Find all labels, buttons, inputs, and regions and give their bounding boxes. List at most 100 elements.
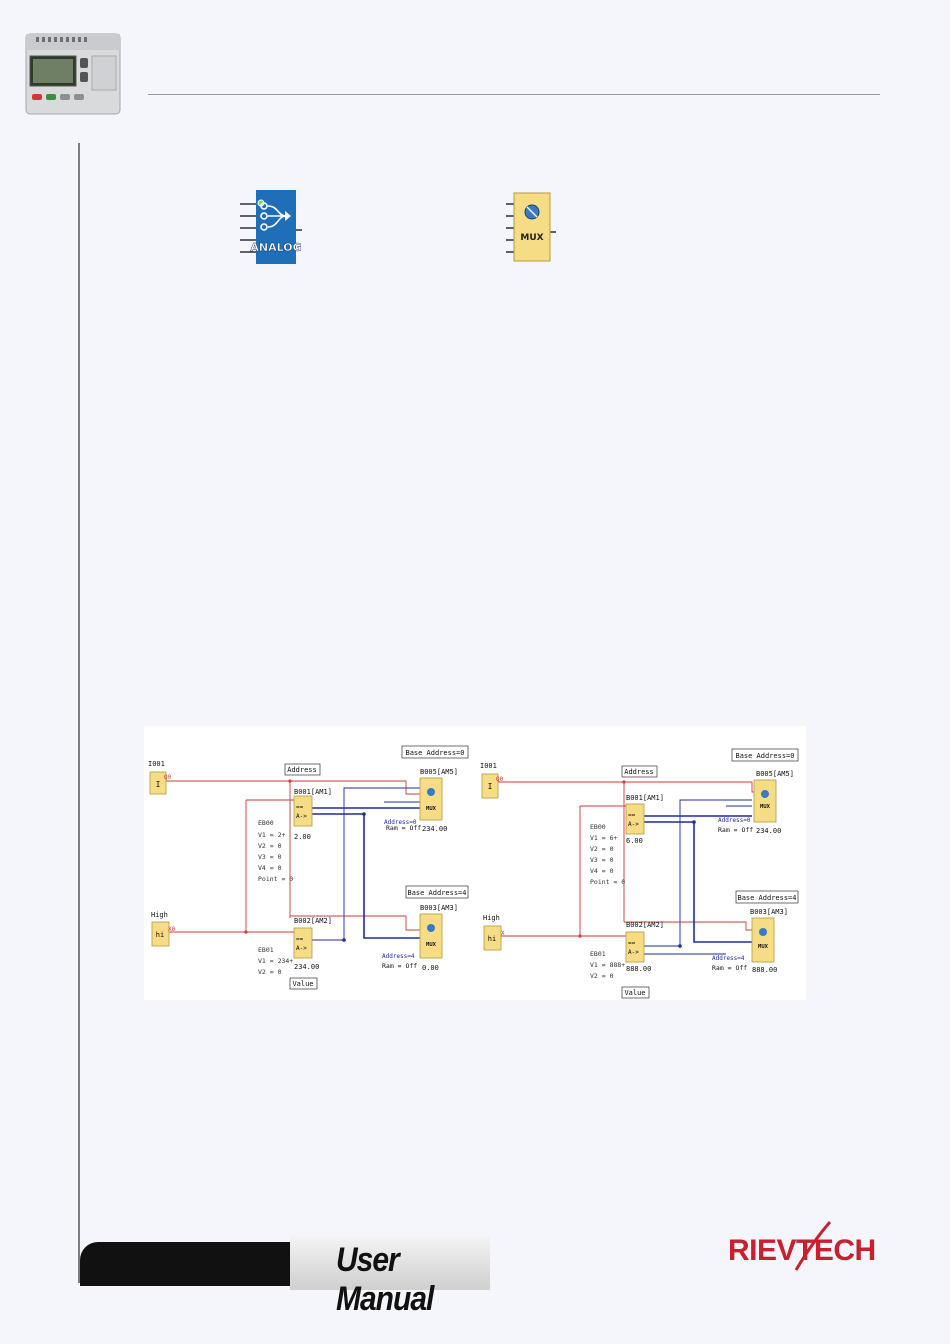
- base-address-bottom: Base Address=4: [407, 889, 466, 897]
- mux-block-bottom: [419, 913, 443, 959]
- input-block-right: [481, 773, 499, 799]
- input-block-id: I001: [480, 762, 497, 770]
- svg-text:EB00: EB00: [590, 823, 606, 831]
- selector-top-value: 2.00: [294, 833, 311, 841]
- svg-text:V2 = 0: V2 = 0: [258, 968, 282, 976]
- mux-bottom-ram: Ram = Off: [712, 964, 747, 972]
- mux-top-id: B005[AM5]: [756, 770, 794, 778]
- mux-top-ram: Ram = Off: [718, 826, 753, 834]
- high-block-id: High: [483, 914, 500, 922]
- selector-bottom-value: 888.00: [626, 965, 651, 973]
- banner-black-bar: [80, 1242, 290, 1286]
- svg-text:EB01: EB01: [590, 950, 606, 958]
- value-label: Value: [292, 980, 313, 988]
- svg-text:V2 = 0: V2 = 0: [258, 842, 282, 850]
- selector-top-value: 6.00: [626, 837, 643, 845]
- analog-block-label: ANALOG: [250, 241, 301, 254]
- diagram-right-panel: I I001 Q0 hi High X Address Value Base A…: [480, 748, 799, 999]
- banner-label: User Manual: [336, 1240, 434, 1318]
- mux-top-ram: Ram = Off: [386, 824, 421, 832]
- mux-top-value: 234.00: [422, 825, 447, 833]
- high-block-label: hi: [488, 935, 496, 943]
- high-block-right: [483, 925, 502, 951]
- mux-bottom-address: Address=4: [712, 955, 745, 962]
- mux-top-id: B005[AM5]: [420, 768, 458, 776]
- mux-bottom-id: B003[AM3]: [750, 908, 788, 916]
- high-pin: X0: [168, 926, 176, 933]
- svg-text:V1 = 6+: V1 = 6+: [590, 834, 617, 842]
- selector-block-bottom: [293, 927, 313, 959]
- svg-text:V1 = 234+: V1 = 234+: [258, 957, 293, 965]
- svg-text:MUX: MUX: [758, 944, 769, 950]
- high-block-label: hi: [156, 931, 164, 939]
- svg-text:V3 = 0: V3 = 0: [590, 856, 614, 864]
- mux-application-diagram: I I001 Q0 hi High X0 Address Value Base …: [144, 726, 806, 1000]
- svg-text:MUX: MUX: [760, 804, 771, 810]
- svg-text:V2 = 0: V2 = 0: [590, 972, 614, 980]
- selector-block-bottom: [625, 931, 645, 963]
- base-address-bottom: Base Address=4: [737, 894, 796, 902]
- svg-text:V2 = 0: V2 = 0: [590, 845, 614, 853]
- mux-block-top: [753, 779, 777, 823]
- input-block-label: I: [156, 780, 161, 789]
- banner-grey-bar: [290, 1236, 490, 1290]
- diagram-left-panel: I I001 Q0 hi High X0 Address Value Base …: [148, 745, 469, 990]
- svg-text:Point = 0: Point = 0: [590, 878, 625, 886]
- svg-text:Point = 0: Point = 0: [258, 875, 293, 883]
- analog-mux-block-icon: ANALOG: [240, 190, 302, 264]
- selector-top-id: B001[AM1]: [294, 788, 332, 796]
- svg-text:==: ==: [628, 812, 636, 819]
- mux-bottom-value: 888.00: [752, 966, 777, 974]
- value-label: Value: [624, 989, 645, 997]
- mux-top-address: Address=0: [718, 817, 751, 824]
- header-rule: [148, 94, 880, 95]
- svg-text:V3 = 0: V3 = 0: [258, 853, 282, 861]
- svg-text:==: ==: [296, 804, 304, 811]
- base-address-top: Base Address=0: [735, 752, 794, 760]
- svg-text:EB01: EB01: [258, 946, 274, 954]
- mux-top-address: Address=0: [384, 819, 417, 826]
- mux-block-label: MUX: [520, 233, 543, 243]
- footer-banner: User Manual: [70, 1236, 490, 1318]
- selector-bottom-value: 234.00: [294, 963, 319, 971]
- svg-text:==: ==: [296, 936, 304, 943]
- mux-bottom-ram: Ram = Off: [382, 962, 417, 970]
- selector-block-top: [625, 803, 645, 835]
- svg-text:==: ==: [628, 940, 636, 947]
- selector-bottom-id: B002[AM2]: [626, 921, 664, 929]
- input-block-left: [149, 771, 167, 795]
- brand-logo: RIEVTECH: [726, 1220, 906, 1274]
- address-label: Address: [287, 766, 317, 774]
- svg-text:A->: A->: [296, 945, 307, 952]
- input-pin: Q0: [496, 776, 504, 783]
- high-block-left: [151, 921, 170, 947]
- svg-text:V4 = 0: V4 = 0: [258, 864, 282, 872]
- mux-top-value: 234.00: [756, 827, 781, 835]
- svg-text:V1 = 2+: V1 = 2+: [258, 831, 285, 839]
- mux-block-top: [419, 777, 443, 821]
- mux-bottom-value: 0.00: [422, 964, 439, 972]
- address-label: Address: [624, 768, 654, 776]
- selector-bottom-id: B002[AM2]: [294, 917, 332, 925]
- left-margin-rule: [78, 143, 80, 1283]
- svg-text:EB00: EB00: [258, 819, 274, 827]
- mux-block-bottom: [751, 917, 775, 963]
- svg-text:MUX: MUX: [426, 942, 437, 948]
- base-address-top: Base Address=0: [405, 749, 464, 757]
- svg-text:V4 = 0: V4 = 0: [590, 867, 614, 875]
- input-pin: Q0: [164, 774, 172, 781]
- plc-device-image: [22, 20, 124, 120]
- mux-bottom-id: B003[AM3]: [420, 904, 458, 912]
- selector-top-id: B001[AM1]: [626, 794, 664, 802]
- svg-text:MUX: MUX: [426, 806, 437, 812]
- svg-text:V1 = 888+: V1 = 888+: [590, 961, 625, 969]
- mux-block-icon: MUX: [506, 192, 556, 262]
- svg-text:A->: A->: [296, 813, 307, 820]
- selector-block-top: [293, 795, 313, 827]
- svg-text:A->: A->: [628, 949, 639, 956]
- svg-text:A->: A->: [628, 821, 639, 828]
- high-block-id: High: [151, 911, 168, 919]
- input-block-label: I: [488, 782, 493, 791]
- input-block-id: I001: [148, 760, 165, 768]
- logo-swoosh-icon: [794, 1221, 832, 1271]
